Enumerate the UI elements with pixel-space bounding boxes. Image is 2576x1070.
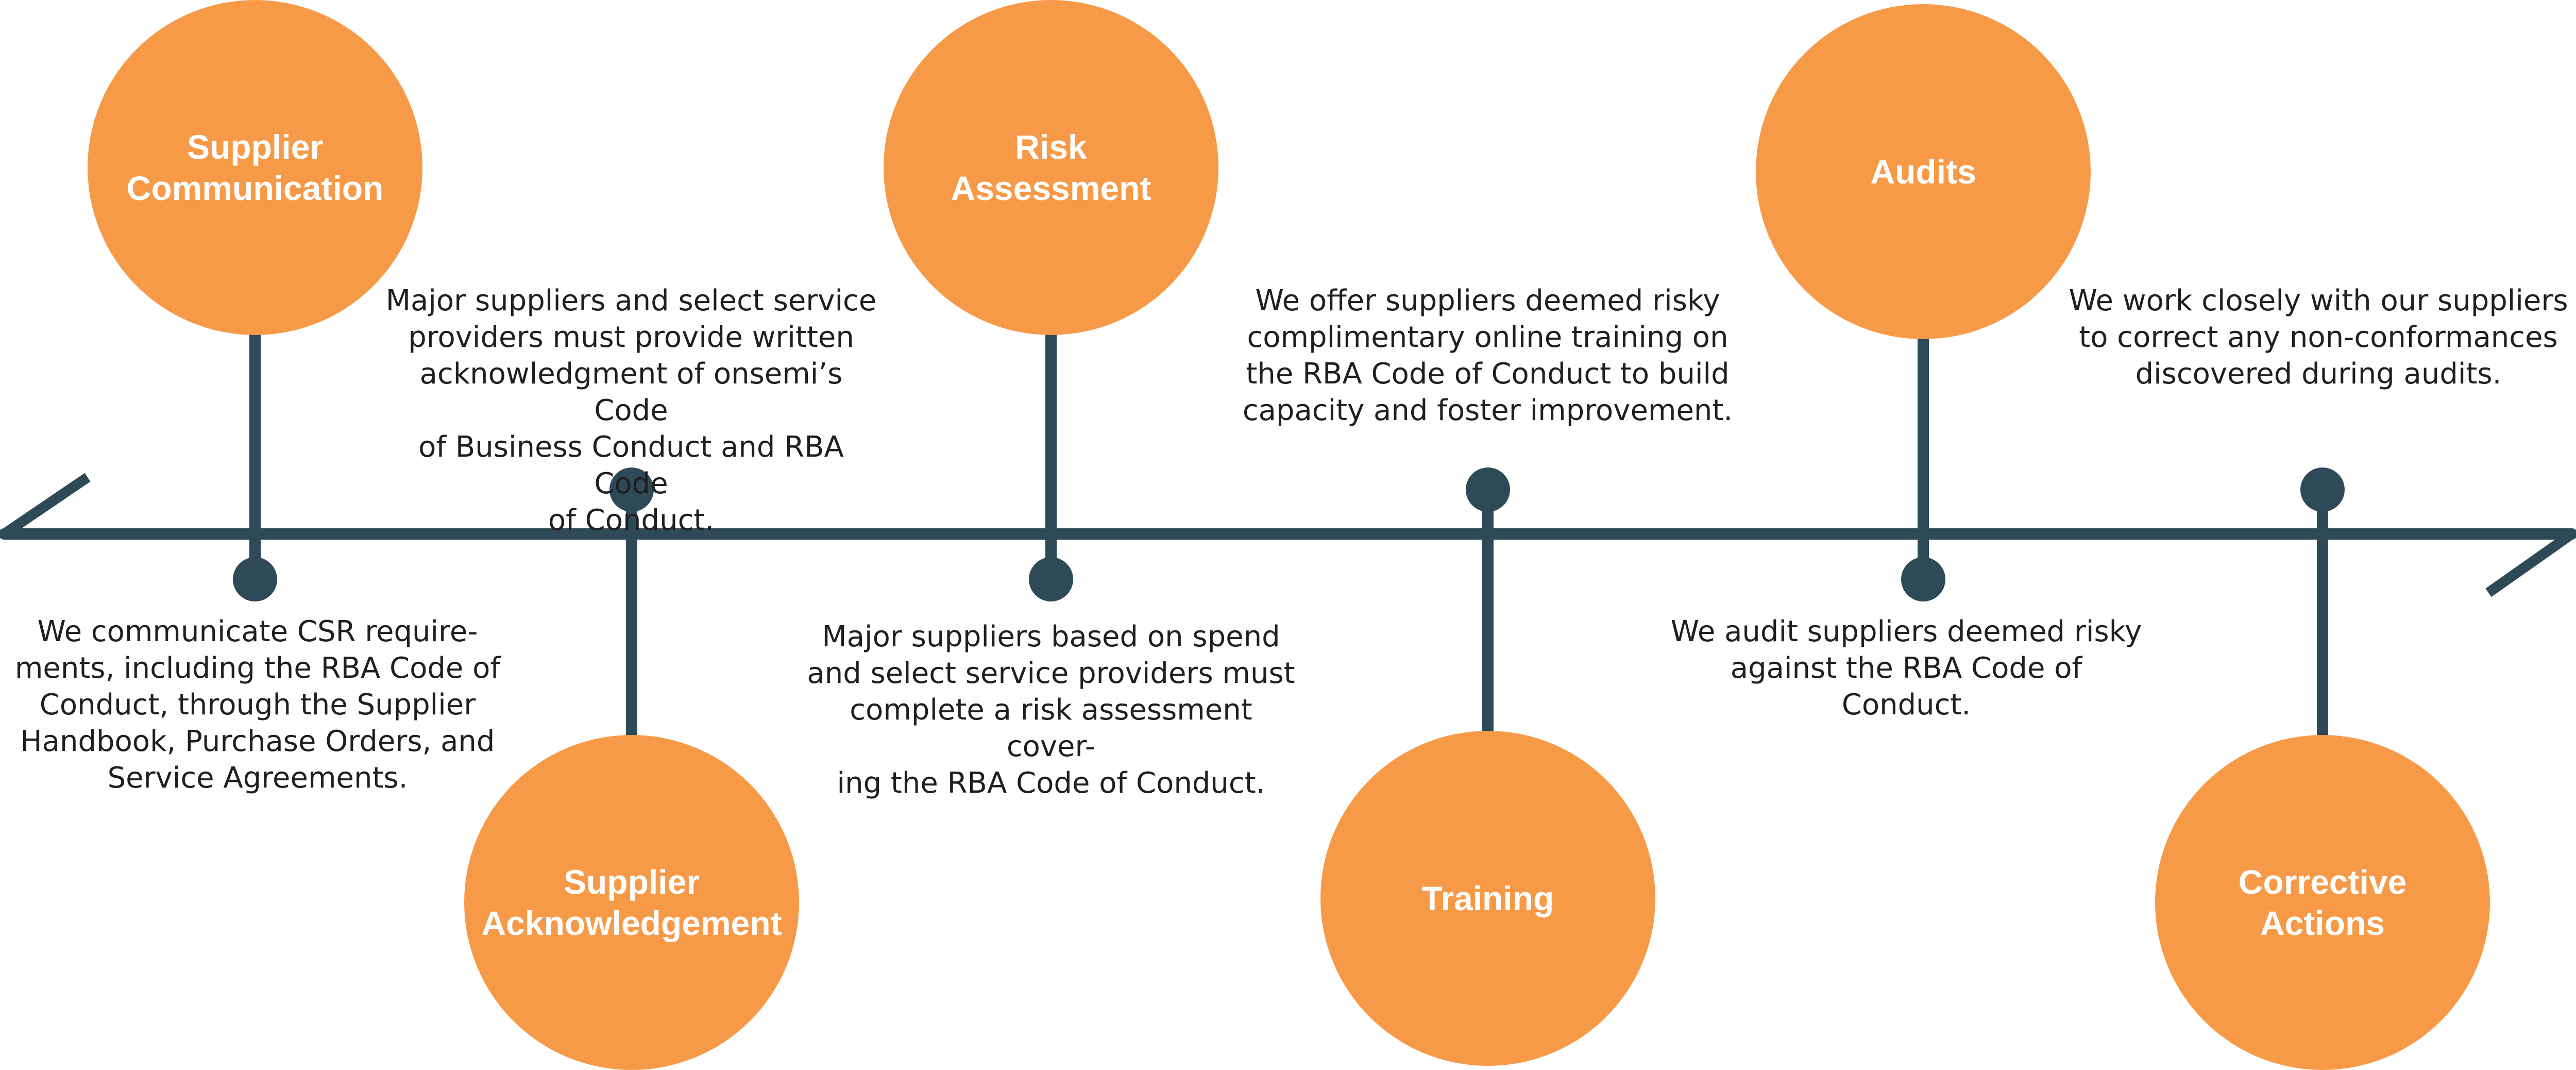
timeline-start-tick — [1, 473, 91, 539]
node-audits: Audits — [1756, 4, 2091, 339]
description-training: We offer suppliers deemed risky complime… — [1242, 284, 1733, 427]
description-risk-assessment: Major suppliers based on spend and selec… — [807, 620, 1295, 800]
description-supplier-acknowledgement: Major suppliers and select service provi… — [385, 284, 877, 537]
dot-audits — [1901, 557, 1945, 601]
dot-risk-assessment — [1029, 557, 1073, 601]
node-corrective-actions: Corrective Actions — [2155, 735, 2490, 1070]
dot-supplier-acknowledgement — [609, 467, 654, 512]
timeline-end-tick — [2485, 529, 2575, 597]
description-corrective-actions: We work closely with our suppliers to co… — [2069, 284, 2568, 391]
description-audits: We audit suppliers deemed risky against … — [1670, 615, 2142, 722]
node-supplier-acknowledgement: Supplier Acknowledgement — [464, 735, 799, 1070]
dot-corrective-actions — [2300, 467, 2345, 512]
node-training: Training — [1320, 731, 1655, 1066]
node-supplier-communication: Supplier Communication — [88, 0, 422, 335]
dot-supplier-communication — [233, 557, 277, 601]
dot-training — [1466, 467, 1510, 512]
node-risk-assessment: Risk Assessment — [884, 0, 1218, 335]
description-supplier-communication: We communicate CSR require- ments, inclu… — [14, 615, 501, 795]
